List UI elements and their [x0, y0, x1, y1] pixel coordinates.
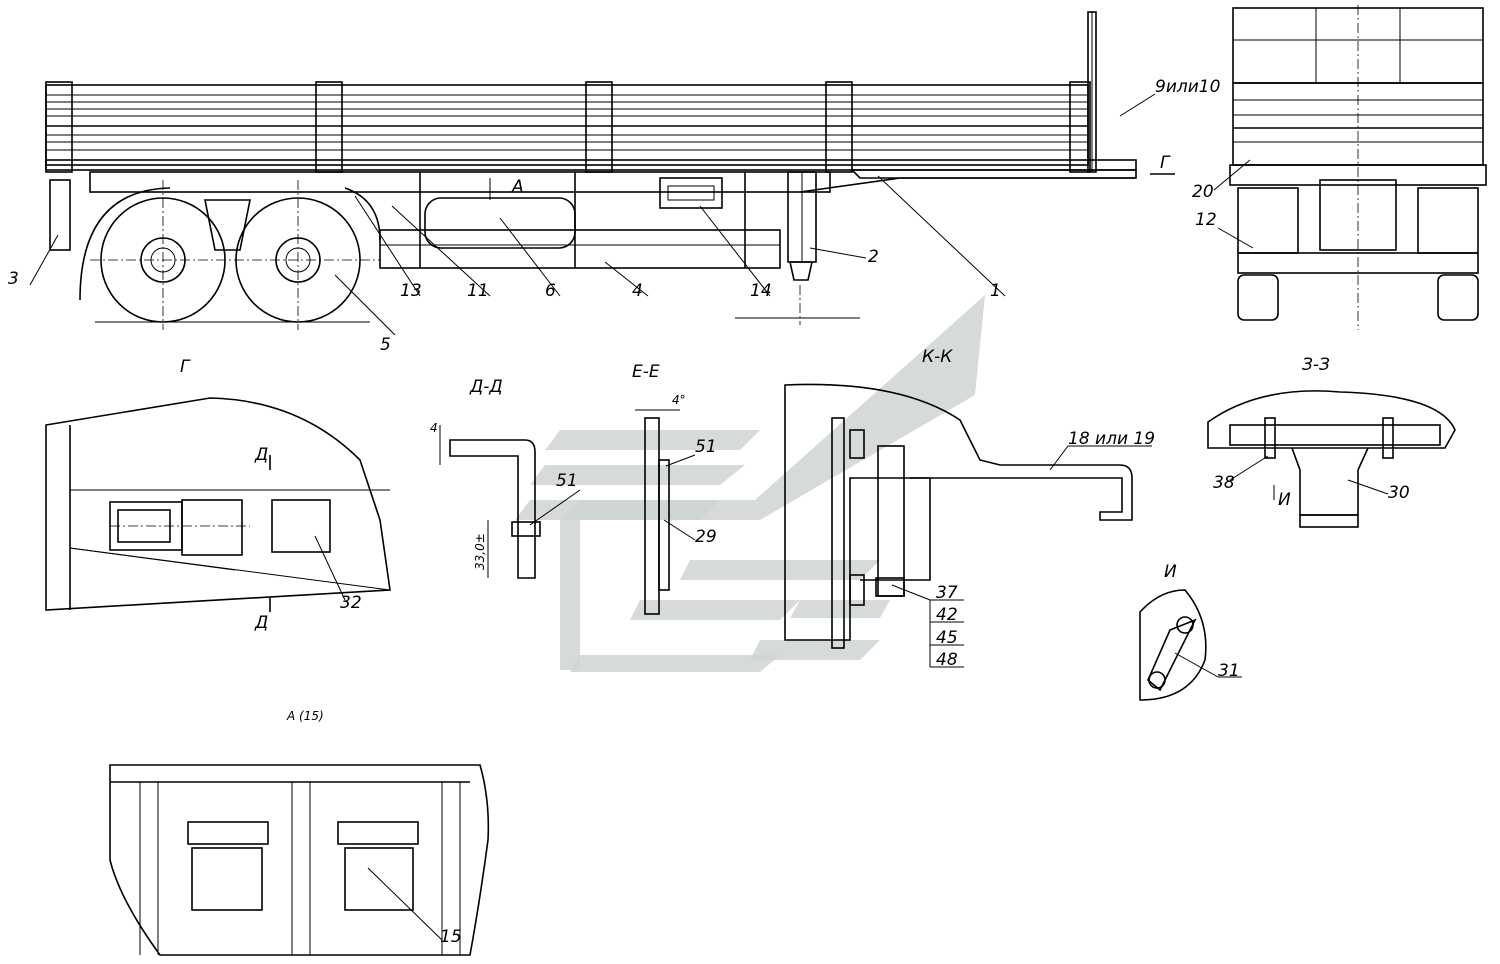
watermark-logo [515, 295, 985, 672]
section-ee [635, 409, 680, 615]
callout-51a: 51 [556, 471, 578, 491]
callout-13: 13 [400, 281, 422, 301]
view-i-title: И [1164, 562, 1177, 582]
callout-15: 15 [440, 927, 462, 947]
view-arrow-i: И [1278, 490, 1291, 510]
callout-14: 14 [750, 281, 772, 301]
section-dd [439, 425, 541, 579]
callout-45: 45 [936, 628, 958, 648]
section-mark-d-top: Д [254, 445, 268, 465]
callout-18-or-19: 18 или 19 [1068, 429, 1155, 449]
callout-9-or-10: 9или10 [1155, 77, 1220, 97]
view-a15-title: А (15) [286, 709, 324, 723]
callout-42: 42 [936, 605, 958, 625]
callout-48: 48 [936, 650, 958, 670]
section-ee-title: Е-Е [632, 362, 660, 382]
rear-view [1229, 5, 1487, 330]
view-a15 [109, 764, 490, 956]
callout-31: 31 [1218, 661, 1240, 681]
callout-6: 6 [545, 281, 556, 301]
callout-3: 3 [8, 269, 19, 289]
side-view [45, 11, 1137, 330]
callout-20: 20 [1192, 182, 1214, 202]
dim-ee-top: 4° [672, 393, 686, 407]
view-arrow-g: Г [1160, 153, 1171, 173]
section-mark-d-bottom: Д [254, 613, 268, 633]
callout-11: 11 [467, 281, 489, 301]
callout-38: 38 [1213, 473, 1235, 493]
view-i [1139, 589, 1207, 701]
callout-51b: 51 [695, 437, 717, 457]
callout-1: 1 [990, 281, 1001, 301]
section-kk [784, 383, 1133, 649]
section-dd-title: Д-Д [469, 377, 503, 397]
dim-dd: 33,0± [473, 533, 487, 570]
callout-37: 37 [936, 583, 958, 603]
view-arrow-a: А [511, 177, 524, 197]
callout-29: 29 [695, 527, 717, 547]
section-kk-title: К-К [922, 347, 953, 367]
dim-dd-top: 4 [430, 421, 438, 435]
view-g-title: Г [180, 357, 191, 377]
callout-32: 32 [340, 593, 362, 613]
callout-30: 30 [1388, 483, 1410, 503]
section-zz-title: З-З [1302, 355, 1330, 375]
view-g [45, 397, 391, 611]
section-zz [1207, 390, 1456, 528]
callout-2: 2 [868, 247, 879, 267]
callout-5: 5 [380, 335, 391, 355]
callout-4: 4 [632, 281, 643, 301]
callout-12: 12 [1195, 210, 1217, 230]
